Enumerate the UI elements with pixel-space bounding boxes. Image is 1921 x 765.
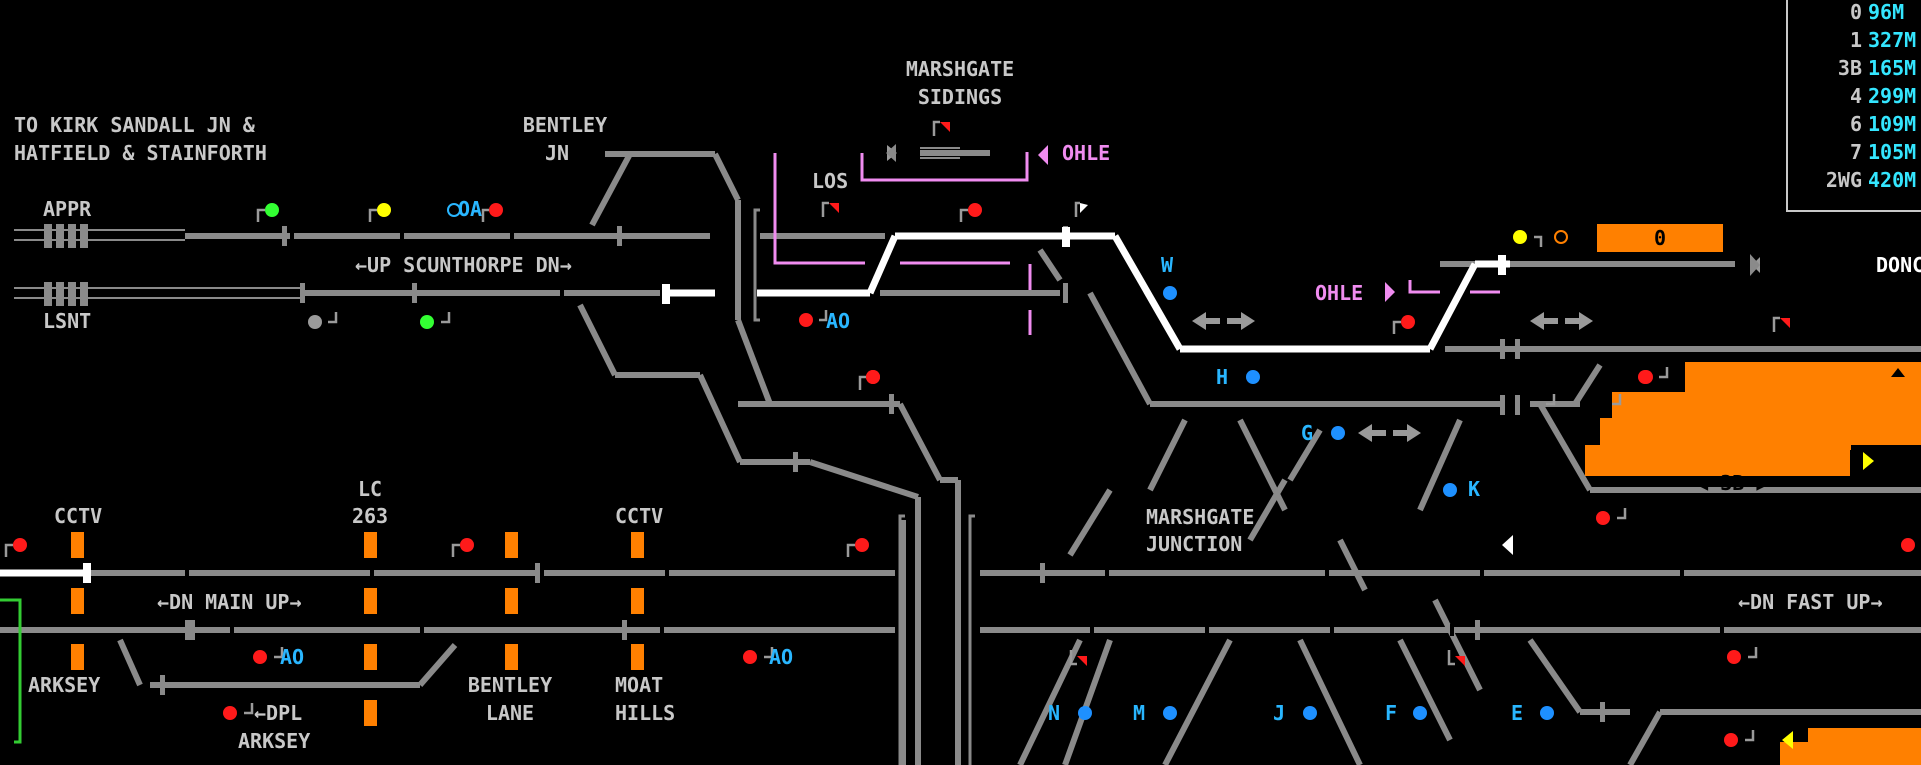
doncaster-label: DONC	[1876, 253, 1921, 277]
dpl-arksey-label: ARKSEY	[238, 729, 311, 753]
bentley-lane-label-1: BENTLEY	[467, 673, 553, 697]
points-f-label[interactable]: F	[1385, 701, 1398, 725]
bentley-jn-label-2: JN	[545, 141, 570, 165]
lc-label-1: LC	[357, 477, 383, 501]
level-crossing-markers	[71, 532, 644, 726]
berth-legend: 0 96M 1 327M 3B 165M 4 299M 6 109M 7 105…	[1786, 0, 1921, 212]
cctv-left-label: CCTV	[54, 504, 103, 528]
cctv-right-label: CCTV	[615, 504, 664, 528]
ao-label-1: AO	[826, 309, 851, 333]
ohle-mid-label: OHLE	[1315, 281, 1364, 305]
bentley-jn-label-1: BENTLEY	[522, 113, 608, 137]
legend-key: 0	[1849, 0, 1862, 24]
points-n-label[interactable]: N	[1048, 701, 1061, 725]
legend-key: 7	[1849, 140, 1862, 164]
points-m-label[interactable]: M	[1133, 701, 1146, 725]
platform-areas	[1585, 362, 1921, 765]
berth-3b-right-arrow: ▶	[1744, 471, 1769, 495]
bentley-lane-label-2: LANE	[485, 701, 535, 725]
ohle-top-label: OHLE	[1062, 141, 1111, 165]
points-g-label[interactable]: G	[1301, 421, 1314, 445]
legend-key: 1	[1849, 28, 1862, 52]
berth-3b-left-arrow: ◀	[1696, 471, 1721, 495]
appr-blocks	[44, 224, 88, 306]
legend-value: 105M	[1868, 140, 1917, 164]
legend-value: 327M	[1868, 28, 1917, 52]
legend-value: 299M	[1868, 84, 1917, 108]
dpl-label: ←DPL	[254, 701, 303, 725]
points-k-label[interactable]: K	[1468, 477, 1481, 501]
points-e-label[interactable]: E	[1511, 701, 1524, 725]
legend-value: 420M	[1868, 168, 1917, 192]
legend-key: 6	[1849, 112, 1862, 136]
ohle-markers	[773, 152, 1500, 335]
marshgate-junction-label-1: MARSHGATE	[1146, 505, 1255, 529]
legend-row: 4 299M	[1788, 82, 1921, 110]
legend-row: 2WG 420M	[1788, 166, 1921, 194]
moat-hills-label-1: MOAT	[615, 673, 664, 697]
legend-row: 7 105M	[1788, 138, 1921, 166]
legend-row: 0 96M	[1788, 0, 1921, 26]
marshgate-junction-label-2: JUNCTION	[1146, 532, 1243, 556]
berth-3b-id: 3B	[1720, 471, 1745, 495]
direction-arrows	[887, 145, 1760, 442]
signals	[13, 203, 1915, 747]
marshgate-sidings-label-2: SIDINGS	[917, 85, 1003, 109]
marshgate-sidings-label-1: MARSHGATE	[905, 57, 1015, 81]
appr-label: APPR	[43, 197, 92, 221]
arksey-label: ARKSEY	[28, 673, 101, 697]
ao-label-3: AO	[769, 645, 794, 669]
route-set	[0, 232, 1510, 577]
track-layout	[0, 150, 1921, 765]
points-h-label[interactable]: H	[1216, 365, 1229, 389]
legend-value: 96M	[1868, 0, 1905, 24]
up-scunthorpe-dn-label: ←UP SCUNTHORPE DN→	[355, 253, 572, 277]
moat-hills-label-2: HILLS	[615, 701, 676, 725]
kirk-sandall-label: TO KIRK SANDALL JN &	[14, 113, 255, 137]
legend-key: 3B	[1837, 56, 1862, 80]
legend-row: 1 327M	[1788, 26, 1921, 54]
dn-main-up-label: ←DN MAIN UP→	[157, 590, 302, 614]
dn-fast-up-label: ←DN FAST UP→	[1738, 590, 1883, 614]
legend-key: 4	[1849, 84, 1862, 108]
legend-value: 109M	[1868, 112, 1917, 136]
lc-label-2: 263	[351, 504, 389, 528]
los-label: LOS	[812, 169, 849, 193]
legend-row: 3B 165M	[1788, 54, 1921, 82]
legend-value: 165M	[1868, 56, 1917, 80]
oa-label: OA	[458, 197, 483, 221]
ao-label-2: AO	[280, 645, 305, 669]
berth-3b-label[interactable]: ◀ 3B ▶	[1672, 450, 1768, 494]
points-w-label[interactable]: W	[1161, 253, 1174, 277]
legend-row: 6 109M	[1788, 110, 1921, 138]
berth-top[interactable]: 0	[1597, 224, 1723, 252]
points-j-label[interactable]: J	[1273, 701, 1286, 725]
lsnt-label: LSNT	[43, 309, 92, 333]
legend-key: 2WG	[1825, 168, 1862, 192]
hatfield-label: HATFIELD & STAINFORTH	[14, 141, 267, 165]
